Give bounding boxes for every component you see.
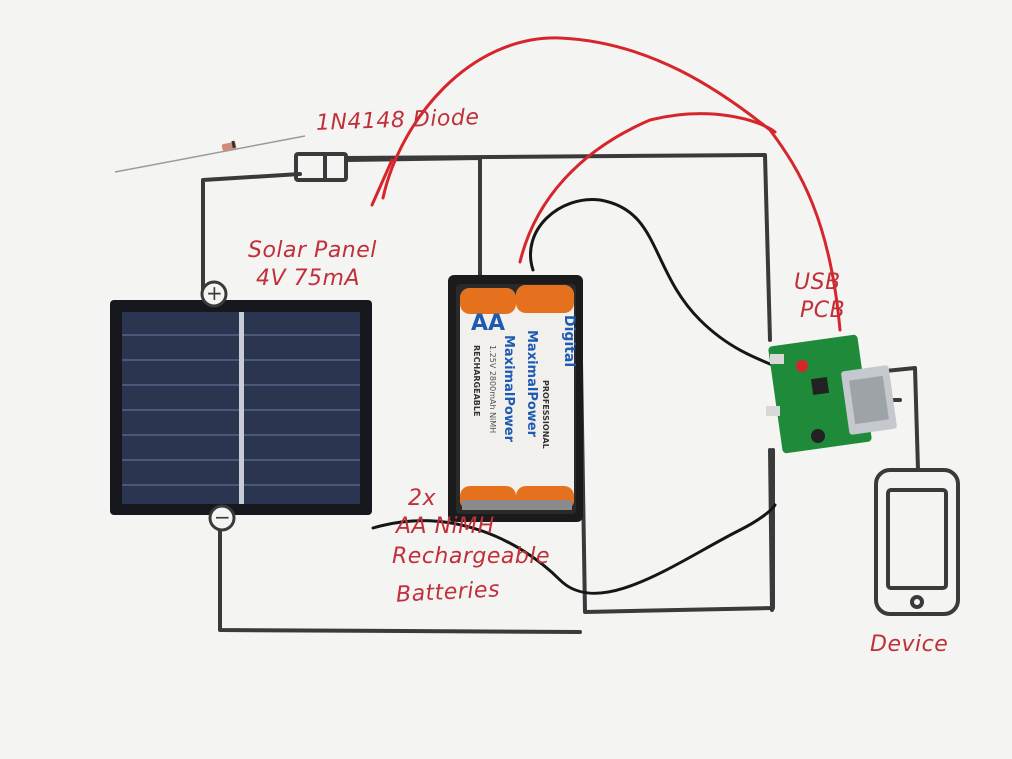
diode-component (114, 135, 306, 173)
battery-label-line1: 2x (408, 486, 437, 511)
battery-left (460, 288, 516, 510)
solar-plus-terminal: + (206, 281, 224, 305)
battery-right-pro: PROFESSIONAL (541, 380, 550, 449)
battery-right-print: MaximalPower PROFESSIONAL Digital (524, 315, 577, 449)
device-drawing (874, 468, 960, 616)
solar-panel-label-line1: Solar Panel (248, 238, 377, 263)
usb-pcb-label-line1: USB (794, 270, 841, 295)
usb-pcb (766, 334, 897, 454)
battery-right-brand: MaximalPower (524, 330, 539, 438)
battery-label-line4: Batteries (395, 577, 501, 608)
battery-left-print: AA MaximalPower 1.25V 2800mAh NiMH RECHA… (471, 311, 516, 443)
battery-left-recharge: RECHARGEABLE (472, 345, 481, 416)
black-wires (371, 198, 792, 595)
device-label: Device (870, 632, 949, 657)
battery-left-rating: 1.25V 2800mAh NiMH (488, 345, 497, 433)
battery-holder (448, 275, 583, 522)
solar-panel-label-line2: 4V 75mA (256, 266, 361, 291)
usb-pcb-label-line2: PCB (800, 298, 846, 323)
battery-left-brand: MaximalPower (501, 335, 516, 443)
battery-label-line3: Rechargeable (392, 544, 550, 569)
solar-minus-terminal: − (214, 505, 232, 529)
battery-left-aa: AA (471, 311, 505, 336)
solar-panel (110, 280, 372, 532)
diode-symbol (294, 152, 348, 182)
red-wires (370, 36, 842, 332)
battery-right-digital: Digital (561, 315, 577, 367)
battery-label-line2: AA NiMH (396, 514, 495, 539)
